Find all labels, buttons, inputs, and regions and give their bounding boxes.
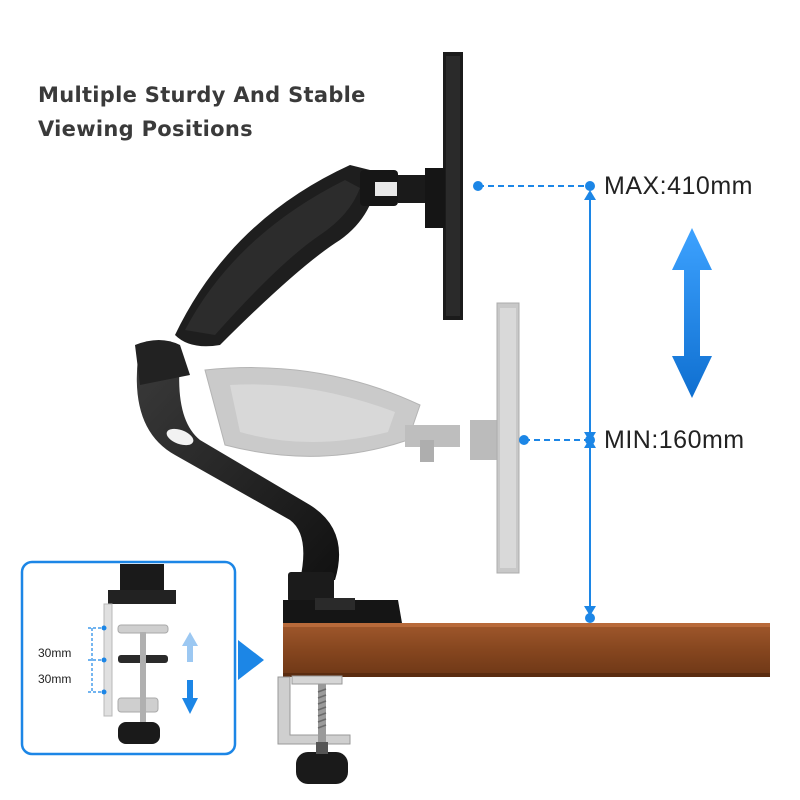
- upper-step-label: 30mm: [38, 646, 72, 660]
- height-dimension-lines: [473, 181, 596, 623]
- desk-clamp: [277, 675, 351, 784]
- monitor-arm: [135, 52, 463, 623]
- headline-line-1: Multiple Sturdy And Stable: [38, 83, 366, 107]
- down-arrow-icon: [182, 680, 198, 714]
- up-arrow-icon: [182, 632, 198, 662]
- headline: Multiple Sturdy And Stable Viewing Posit…: [38, 78, 366, 146]
- lower-position-ghost: [204, 302, 520, 574]
- pointer-triangle-icon: [238, 640, 264, 680]
- clamp-height-inset: [20, 560, 237, 756]
- up-down-arrow-icon: [672, 228, 712, 398]
- max-height-label: MAX:410mm: [604, 172, 753, 200]
- lower-step-label: 30mm: [38, 672, 72, 686]
- min-height-label: MIN:160mm: [604, 426, 745, 454]
- desk: [283, 623, 770, 677]
- headline-line-2: Viewing Positions: [38, 117, 253, 141]
